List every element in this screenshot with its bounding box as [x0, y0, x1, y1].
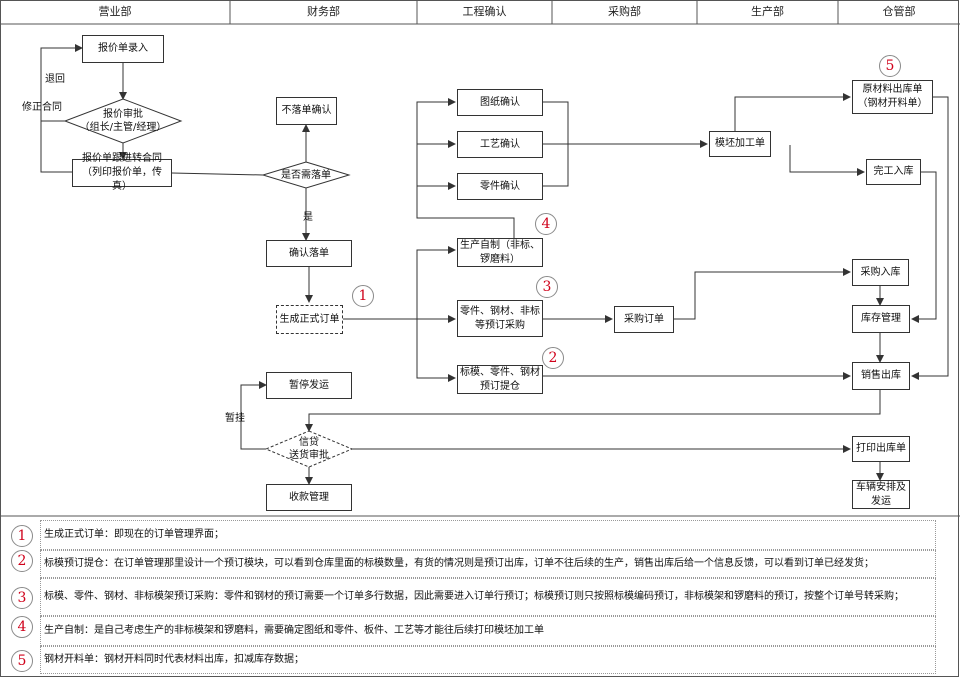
header-engineering: 工程确认 [462, 5, 507, 18]
node-self-production: 生产自制（非标、 锣磨料） [457, 238, 543, 267]
node-collection: 收款管理 [266, 484, 352, 511]
node-quote-entry: 报价单录入 [82, 35, 164, 63]
node-formal-order: 生成正式订单 [276, 305, 343, 334]
badge-4: 4 [535, 213, 557, 235]
header-production: 生产部 [751, 5, 784, 18]
node-sales-out: 销售出库 [852, 362, 910, 390]
label-modify-contract: 修正合同 [22, 102, 62, 113]
node-mold-order: 模坯加工单 [709, 131, 771, 157]
header-purchasing: 采购部 [608, 5, 641, 18]
note-badge-1: 1 [11, 525, 33, 547]
approval-diamond [63, 98, 183, 144]
note-badge-4: 4 [11, 616, 33, 638]
note-1: 生成正式订单：即现在的订单管理界面； [40, 520, 936, 550]
node-not-placed: 不落单确认 [276, 97, 337, 125]
node-inventory: 库存管理 [852, 305, 910, 333]
note-badge-5: 5 [11, 650, 33, 672]
note-2: 标模预订提仓：在订单管理那里设计一个预订模块，可以看到仓库里面的标模数量，有货的… [40, 550, 936, 578]
node-confirm-order: 确认落单 [266, 240, 352, 267]
label-hold: 暂挂 [225, 413, 245, 424]
node-parts-confirm: 零件确认 [457, 173, 543, 200]
node-quote-follow: 报价单跟进转合同 （列印报价单，传真） [72, 153, 172, 192]
note-badge-2: 2 [11, 550, 33, 572]
header-sales: 营业部 [98, 5, 132, 18]
label-yes: 是 [303, 212, 313, 223]
credit-diamond [264, 430, 354, 468]
header-warehouse: 仓管部 [882, 5, 916, 18]
note-5: 钢材开料单：钢材开料同时代表材料出库，扣减库存数据； [40, 646, 936, 674]
node-parts-purchase: 零件、钢材、非标 等预订采购 [457, 300, 543, 337]
badge-5: 5 [879, 55, 901, 77]
badge-3: 3 [536, 276, 558, 298]
note-badge-3: 3 [11, 587, 33, 609]
note-3: 标模、零件、钢材、非标模架预订采购：零件和钢材的预订需要一个订单多行数据，因此需… [40, 578, 936, 616]
decision-diamond [261, 161, 351, 189]
node-whether-order: 是否需落单 [281, 169, 331, 181]
node-standard-reserve: 标模、零件、钢材 预订提仓 [457, 365, 543, 394]
node-quote-approval: 报价审批 （组长/主管/经理） [79, 109, 167, 133]
node-raw-material-out: 原材料出库单 （钢材开料单） [852, 80, 933, 114]
node-finished-in: 完工入库 [866, 159, 921, 185]
header-finance: 财务部 [307, 5, 340, 18]
node-credit-approval: 信贷 送货审批 [289, 437, 329, 461]
badge-1: 1 [352, 285, 374, 307]
node-vehicle: 车辆安排及 发运 [852, 480, 910, 509]
node-suspend: 暂停发运 [266, 372, 352, 399]
node-purchase-order: 采购订单 [614, 306, 674, 333]
node-print-out: 打印出库单 [852, 436, 910, 462]
node-process-confirm: 工艺确认 [457, 131, 543, 158]
node-drawing-confirm: 图纸确认 [457, 89, 543, 116]
badge-2: 2 [542, 347, 564, 369]
label-return: 退回 [45, 74, 65, 85]
node-purchase-in: 采购入库 [852, 259, 909, 286]
note-4: 生产自制：是自己考虑生产的非标模架和锣磨料，需要确定图纸和零件、板件、工艺等才能… [40, 616, 936, 646]
